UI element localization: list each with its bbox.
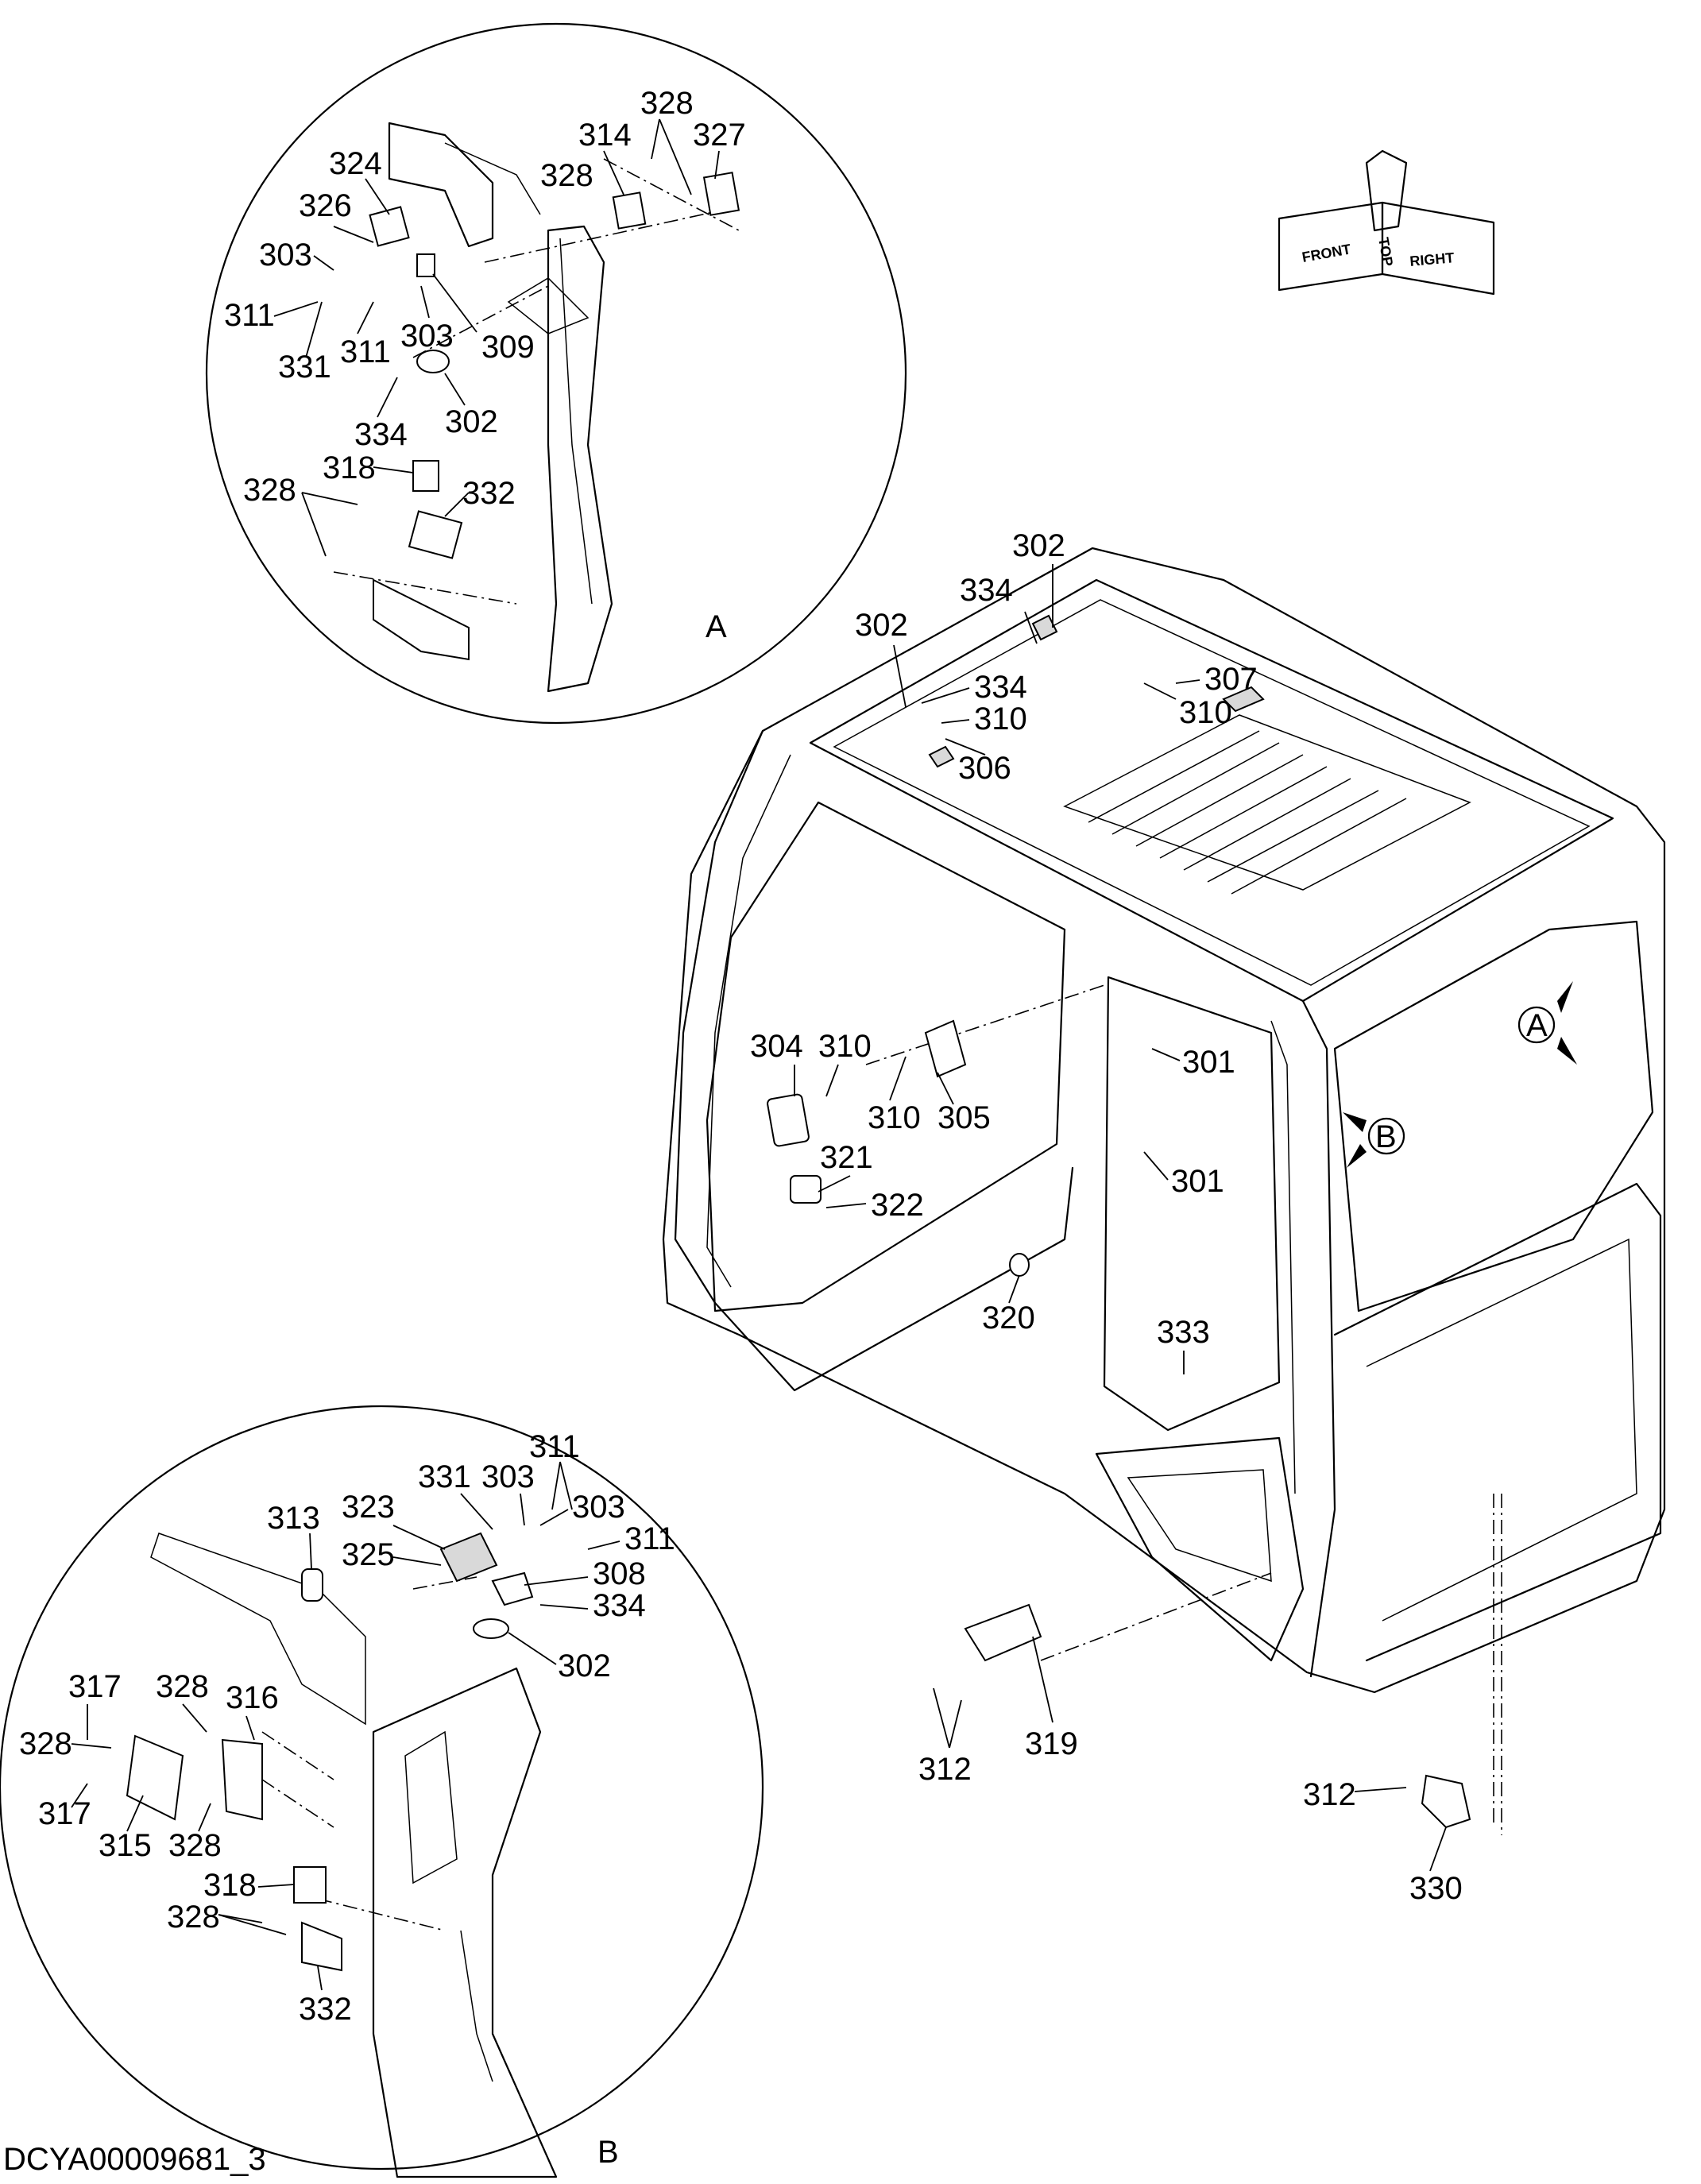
callout: 310	[868, 1100, 921, 1135]
callout: 311	[340, 334, 391, 369]
callout: 301	[1182, 1045, 1235, 1080]
view-marker-b-label: B	[1375, 1119, 1397, 1154]
detail-view-b: B 311 331 303 313 323 303 311 325 308 33…	[0, 1405, 764, 2178]
callout: 303	[481, 1459, 535, 1494]
callout: 309	[481, 330, 535, 365]
callout: 325	[342, 1537, 395, 1572]
detail-b-label: B	[597, 2135, 619, 2170]
cab-assembly: A B 302 334 302 334 310 307 310 306 304 …	[662, 528, 1666, 1906]
callout: 303	[400, 319, 454, 354]
callout: 317	[38, 1796, 91, 1831]
callout: 311	[224, 298, 275, 333]
callout: 302	[558, 1649, 611, 1683]
callout: 328	[156, 1669, 209, 1704]
right-label: RIGHT	[1409, 249, 1456, 269]
callout: 328	[19, 1726, 72, 1761]
callout: 310	[974, 702, 1027, 736]
callout: 302	[855, 608, 908, 643]
callout: 303	[572, 1490, 625, 1525]
callout: 303	[259, 238, 312, 273]
callout: 322	[871, 1188, 924, 1223]
callout: 311	[529, 1429, 580, 1464]
callout: 305	[937, 1100, 991, 1135]
callout: 331	[418, 1459, 471, 1494]
callout: 308	[593, 1556, 646, 1591]
callout: 307	[1204, 662, 1258, 697]
callout: 313	[267, 1501, 320, 1536]
view-marker-b: B	[1343, 1112, 1405, 1168]
callout: 330	[1409, 1871, 1463, 1906]
top-label: TOP	[1375, 236, 1396, 268]
callout: 302	[1012, 528, 1065, 563]
callout: 315	[99, 1828, 152, 1863]
callout: 326	[299, 188, 352, 223]
callout: 334	[960, 573, 1013, 608]
callout: 310	[818, 1029, 872, 1064]
callouts-detail-b: 311 331 303 313 323 303 311 325 308 334 …	[19, 1429, 675, 2027]
callout: 311	[624, 1521, 675, 1556]
callout: 328	[540, 158, 593, 193]
callout: 321	[820, 1140, 873, 1175]
callout: 327	[693, 118, 746, 153]
callout: 314	[578, 118, 632, 153]
callout: 304	[750, 1029, 803, 1064]
callout: 324	[329, 146, 382, 181]
callout: 318	[323, 450, 376, 485]
callout: 310	[1179, 695, 1232, 730]
callout: 328	[167, 1900, 220, 1935]
callout: 334	[593, 1588, 646, 1623]
callout: 318	[203, 1868, 257, 1903]
orientation-icon: FRONT TOP RIGHT	[1278, 149, 1495, 296]
document-id: DCYA00009681_3	[3, 2142, 266, 2177]
view-marker-a-label: A	[1526, 1008, 1548, 1043]
front-label: FRONT	[1301, 241, 1352, 265]
callout: 301	[1171, 1164, 1224, 1199]
callout: 334	[354, 417, 408, 452]
callout: 328	[168, 1828, 222, 1863]
callout: 306	[958, 751, 1011, 786]
callout: 320	[982, 1301, 1035, 1336]
callout: 323	[342, 1490, 395, 1525]
callout: 328	[640, 86, 694, 121]
view-marker-a: A	[1517, 981, 1577, 1065]
callout: 312	[918, 1752, 972, 1787]
callout: 331	[278, 350, 331, 385]
callout: 316	[226, 1680, 279, 1715]
callout: 332	[299, 1992, 352, 2027]
callouts-main: 302 334 302 334 310 307 310 306 304 310 …	[750, 528, 1463, 1906]
callout: 312	[1303, 1777, 1356, 1812]
callouts-detail-a: 328 314 327 324 328 326 303 311 331 311 …	[224, 86, 746, 511]
callout: 328	[243, 473, 296, 508]
callout: 333	[1157, 1315, 1210, 1350]
callout: 302	[445, 404, 498, 439]
detail-b-circle	[0, 1405, 764, 2170]
callout: 317	[68, 1669, 122, 1704]
callout: 334	[974, 670, 1027, 705]
detail-a-circle	[205, 22, 907, 725]
detail-a-label: A	[706, 609, 727, 644]
callout: 332	[462, 476, 516, 511]
callout: 319	[1025, 1726, 1078, 1761]
detail-view-a: A 328 314 327 324 328 326 303 311 331 31…	[205, 22, 907, 725]
